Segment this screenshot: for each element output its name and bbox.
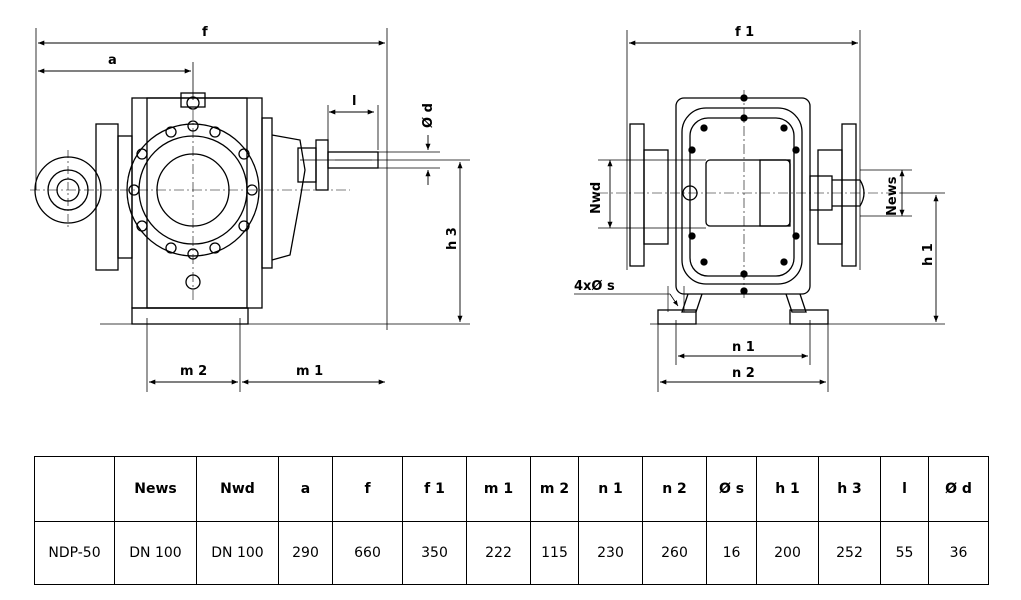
table-cell: 222 [466, 521, 531, 585]
dimensions-table: News Nwd a f f 1 m 1 m 2 n 1 n 2 Ø s h 1… [34, 456, 989, 585]
table-cell: 115 [530, 521, 579, 585]
header-cell: l [880, 456, 929, 522]
dim-f-label: f [202, 25, 208, 40]
header-cell: h 1 [756, 456, 819, 522]
dim-m2-label: m 2 [180, 364, 207, 379]
header-cell [34, 456, 115, 522]
header-cell: m 2 [530, 456, 579, 522]
dim-news-label: News [885, 176, 900, 216]
table-cell: 16 [706, 521, 757, 585]
table-cell: 660 [332, 521, 403, 585]
table-cell: DN 100 [196, 521, 279, 585]
front-view [574, 30, 945, 392]
header-cell: n 1 [578, 456, 643, 522]
header-cell: a [278, 456, 333, 522]
dim-m1-label: m 1 [296, 364, 323, 379]
header-cell: h 3 [818, 456, 881, 522]
table-cell: 290 [278, 521, 333, 585]
header-cell: Nwd [196, 456, 279, 522]
header-cell: f 1 [402, 456, 467, 522]
header-cell: Ø d [928, 456, 989, 522]
side-view-labels: f a l Ø d h 3 m 2 m 1 [108, 25, 460, 379]
dim-h1-label: h 1 [921, 243, 936, 266]
table-cell: 252 [818, 521, 881, 585]
table-cell: DN 100 [114, 521, 197, 585]
front-view-labels: f 1 Nwd News 4xØ s h 1 n 1 n 2 [574, 25, 936, 381]
dim-f1-label: f 1 [735, 25, 754, 40]
dim-nwd-label: Nwd [589, 182, 604, 214]
dim-od-label: Ø d [421, 103, 436, 128]
table-cell: 260 [642, 521, 707, 585]
header-cell: Ø s [706, 456, 757, 522]
table-cell: 36 [928, 521, 989, 585]
header-cell: f [332, 456, 403, 522]
side-view [30, 28, 470, 392]
table-row: NDP-50 DN 100 DN 100 290 660 350 222 115… [34, 521, 989, 585]
header-cell: News [114, 456, 197, 522]
header-cell: m 1 [466, 456, 531, 522]
table-cell: 200 [756, 521, 819, 585]
table-header-row: News Nwd a f f 1 m 1 m 2 n 1 n 2 Ø s h 1… [34, 456, 989, 522]
dim-a-label: a [108, 53, 117, 68]
header-cell: n 2 [642, 456, 707, 522]
table-cell: 230 [578, 521, 643, 585]
dim-h3-label: h 3 [445, 227, 460, 250]
table-cell: NDP-50 [34, 521, 115, 585]
table-cell: 55 [880, 521, 929, 585]
table-cell: 350 [402, 521, 467, 585]
dim-n2-label: n 2 [732, 366, 755, 381]
technical-drawing: f a l Ø d h 3 m 2 m 1 [30, 25, 945, 392]
dim-n1-label: n 1 [732, 340, 755, 355]
dim-s-label: 4xØ s [574, 279, 615, 294]
dim-l-label: l [352, 94, 356, 109]
